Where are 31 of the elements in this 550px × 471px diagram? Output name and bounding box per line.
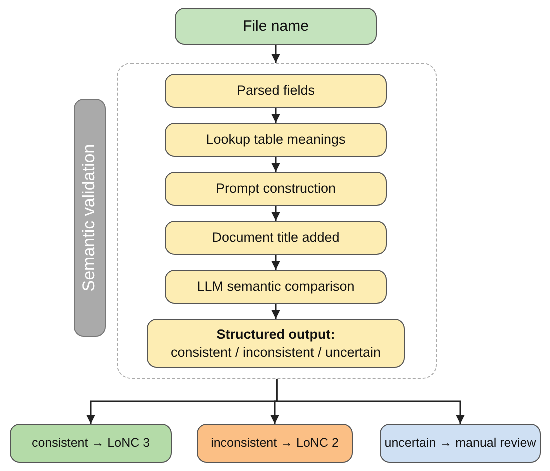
arrow — [276, 379, 465, 424]
side-band — [74, 99, 106, 337]
box-label: consistent → LoNC 3 — [32, 435, 150, 452]
outcome-box — [380, 424, 541, 463]
process-box — [165, 270, 387, 304]
box-label: LLM semantic comparison — [197, 278, 355, 296]
process-box — [147, 319, 405, 368]
process-box — [165, 172, 387, 206]
arrow — [272, 45, 280, 63]
box-label: inconsistent → LoNC 2 — [211, 435, 339, 452]
box-label: consistent / inconsistent / uncertain — [170, 344, 382, 362]
arrow — [272, 304, 280, 319]
arrow — [272, 108, 280, 123]
arrow — [272, 255, 280, 270]
outcome-box — [10, 424, 172, 463]
process-box — [165, 221, 387, 255]
outcome-box — [197, 424, 353, 463]
box-label: uncertain → manual review — [384, 435, 536, 452]
box-label: File name — [243, 16, 309, 36]
band-label: Semantic validation — [78, 144, 100, 292]
dashed-group-frame — [117, 63, 437, 379]
box-label: Prompt construction — [216, 180, 336, 198]
arrow — [272, 157, 280, 172]
arrow — [272, 206, 280, 221]
process-box — [165, 74, 387, 108]
box-label: Document title added — [212, 229, 340, 247]
box-heading: Structured output: — [216, 326, 336, 344]
box-label: Parsed fields — [236, 82, 316, 100]
input-box — [175, 8, 377, 45]
box-label: Lookup table meanings — [206, 131, 346, 149]
process-box — [165, 123, 387, 157]
